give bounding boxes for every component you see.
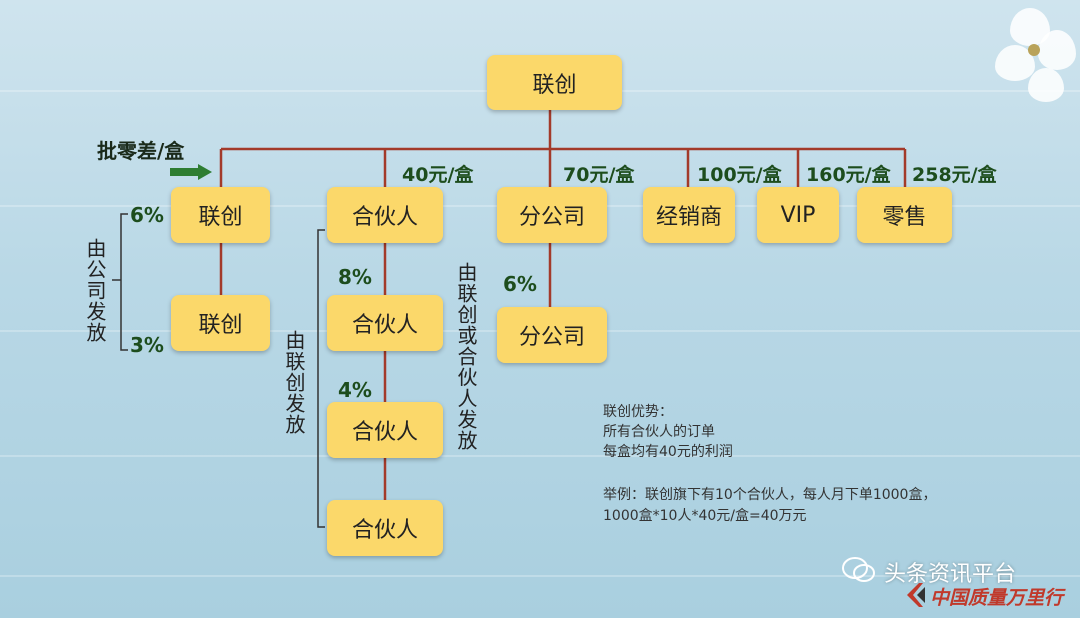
example-line-2: 1000盒*10人*40元/盒=40万元 <box>603 506 807 526</box>
node-partner-3: 合伙人 <box>327 402 443 458</box>
advantage-line-2: 每盒均有40元的利润 <box>603 442 733 462</box>
advantage-line-1: 所有合伙人的订单 <box>603 422 715 442</box>
node-branch-sub: 分公司 <box>497 307 607 363</box>
node-vip: VIP <box>757 187 839 243</box>
example-line-1: 举例：联创旗下有10个合伙人，每人月下单1000盒， <box>603 485 936 505</box>
advantage-title: 联创优势： <box>603 402 673 422</box>
watermark-brand: 中国质量万里行 <box>930 583 1063 610</box>
arrow-right-icon <box>170 164 212 184</box>
note-lianchuang-issue: 由联创发放 <box>283 330 304 435</box>
node-partner-4: 合伙人 <box>327 500 443 556</box>
label-wholesale: 批零差/盒 <box>97 135 184 164</box>
brand-logo-icon <box>905 583 927 607</box>
node-lianchuang-sub: 联创 <box>171 295 270 351</box>
label-pct-6-branch: 6% <box>503 272 537 296</box>
label-price-dealer: 100元/盒 <box>697 160 782 187</box>
label-pct-6-left: 6% <box>130 203 164 227</box>
label-price-branch: 70元/盒 <box>563 160 634 187</box>
node-partner: 合伙人 <box>327 187 443 243</box>
node-lianchuang: 联创 <box>171 187 270 243</box>
label-pct-4: 4% <box>338 378 372 402</box>
node-retail: 零售 <box>857 187 952 243</box>
node-lianchuang-top: 联创 <box>487 55 622 110</box>
label-price-vip: 160元/盒 <box>806 160 891 187</box>
label-pct-8: 8% <box>338 265 372 289</box>
label-price-retail: 258元/盒 <box>912 160 997 187</box>
node-partner-2: 合伙人 <box>327 295 443 351</box>
wechat-icon <box>842 556 876 584</box>
note-lianchuang-or-partner-issue: 由联创或合伙人发放 <box>455 262 476 451</box>
node-branch: 分公司 <box>497 187 607 243</box>
node-dealer: 经销商 <box>643 187 735 243</box>
note-company-issue: 由公司发放 <box>84 238 105 343</box>
label-pct-3-left: 3% <box>130 333 164 357</box>
label-price-partner: 40元/盒 <box>402 160 473 187</box>
